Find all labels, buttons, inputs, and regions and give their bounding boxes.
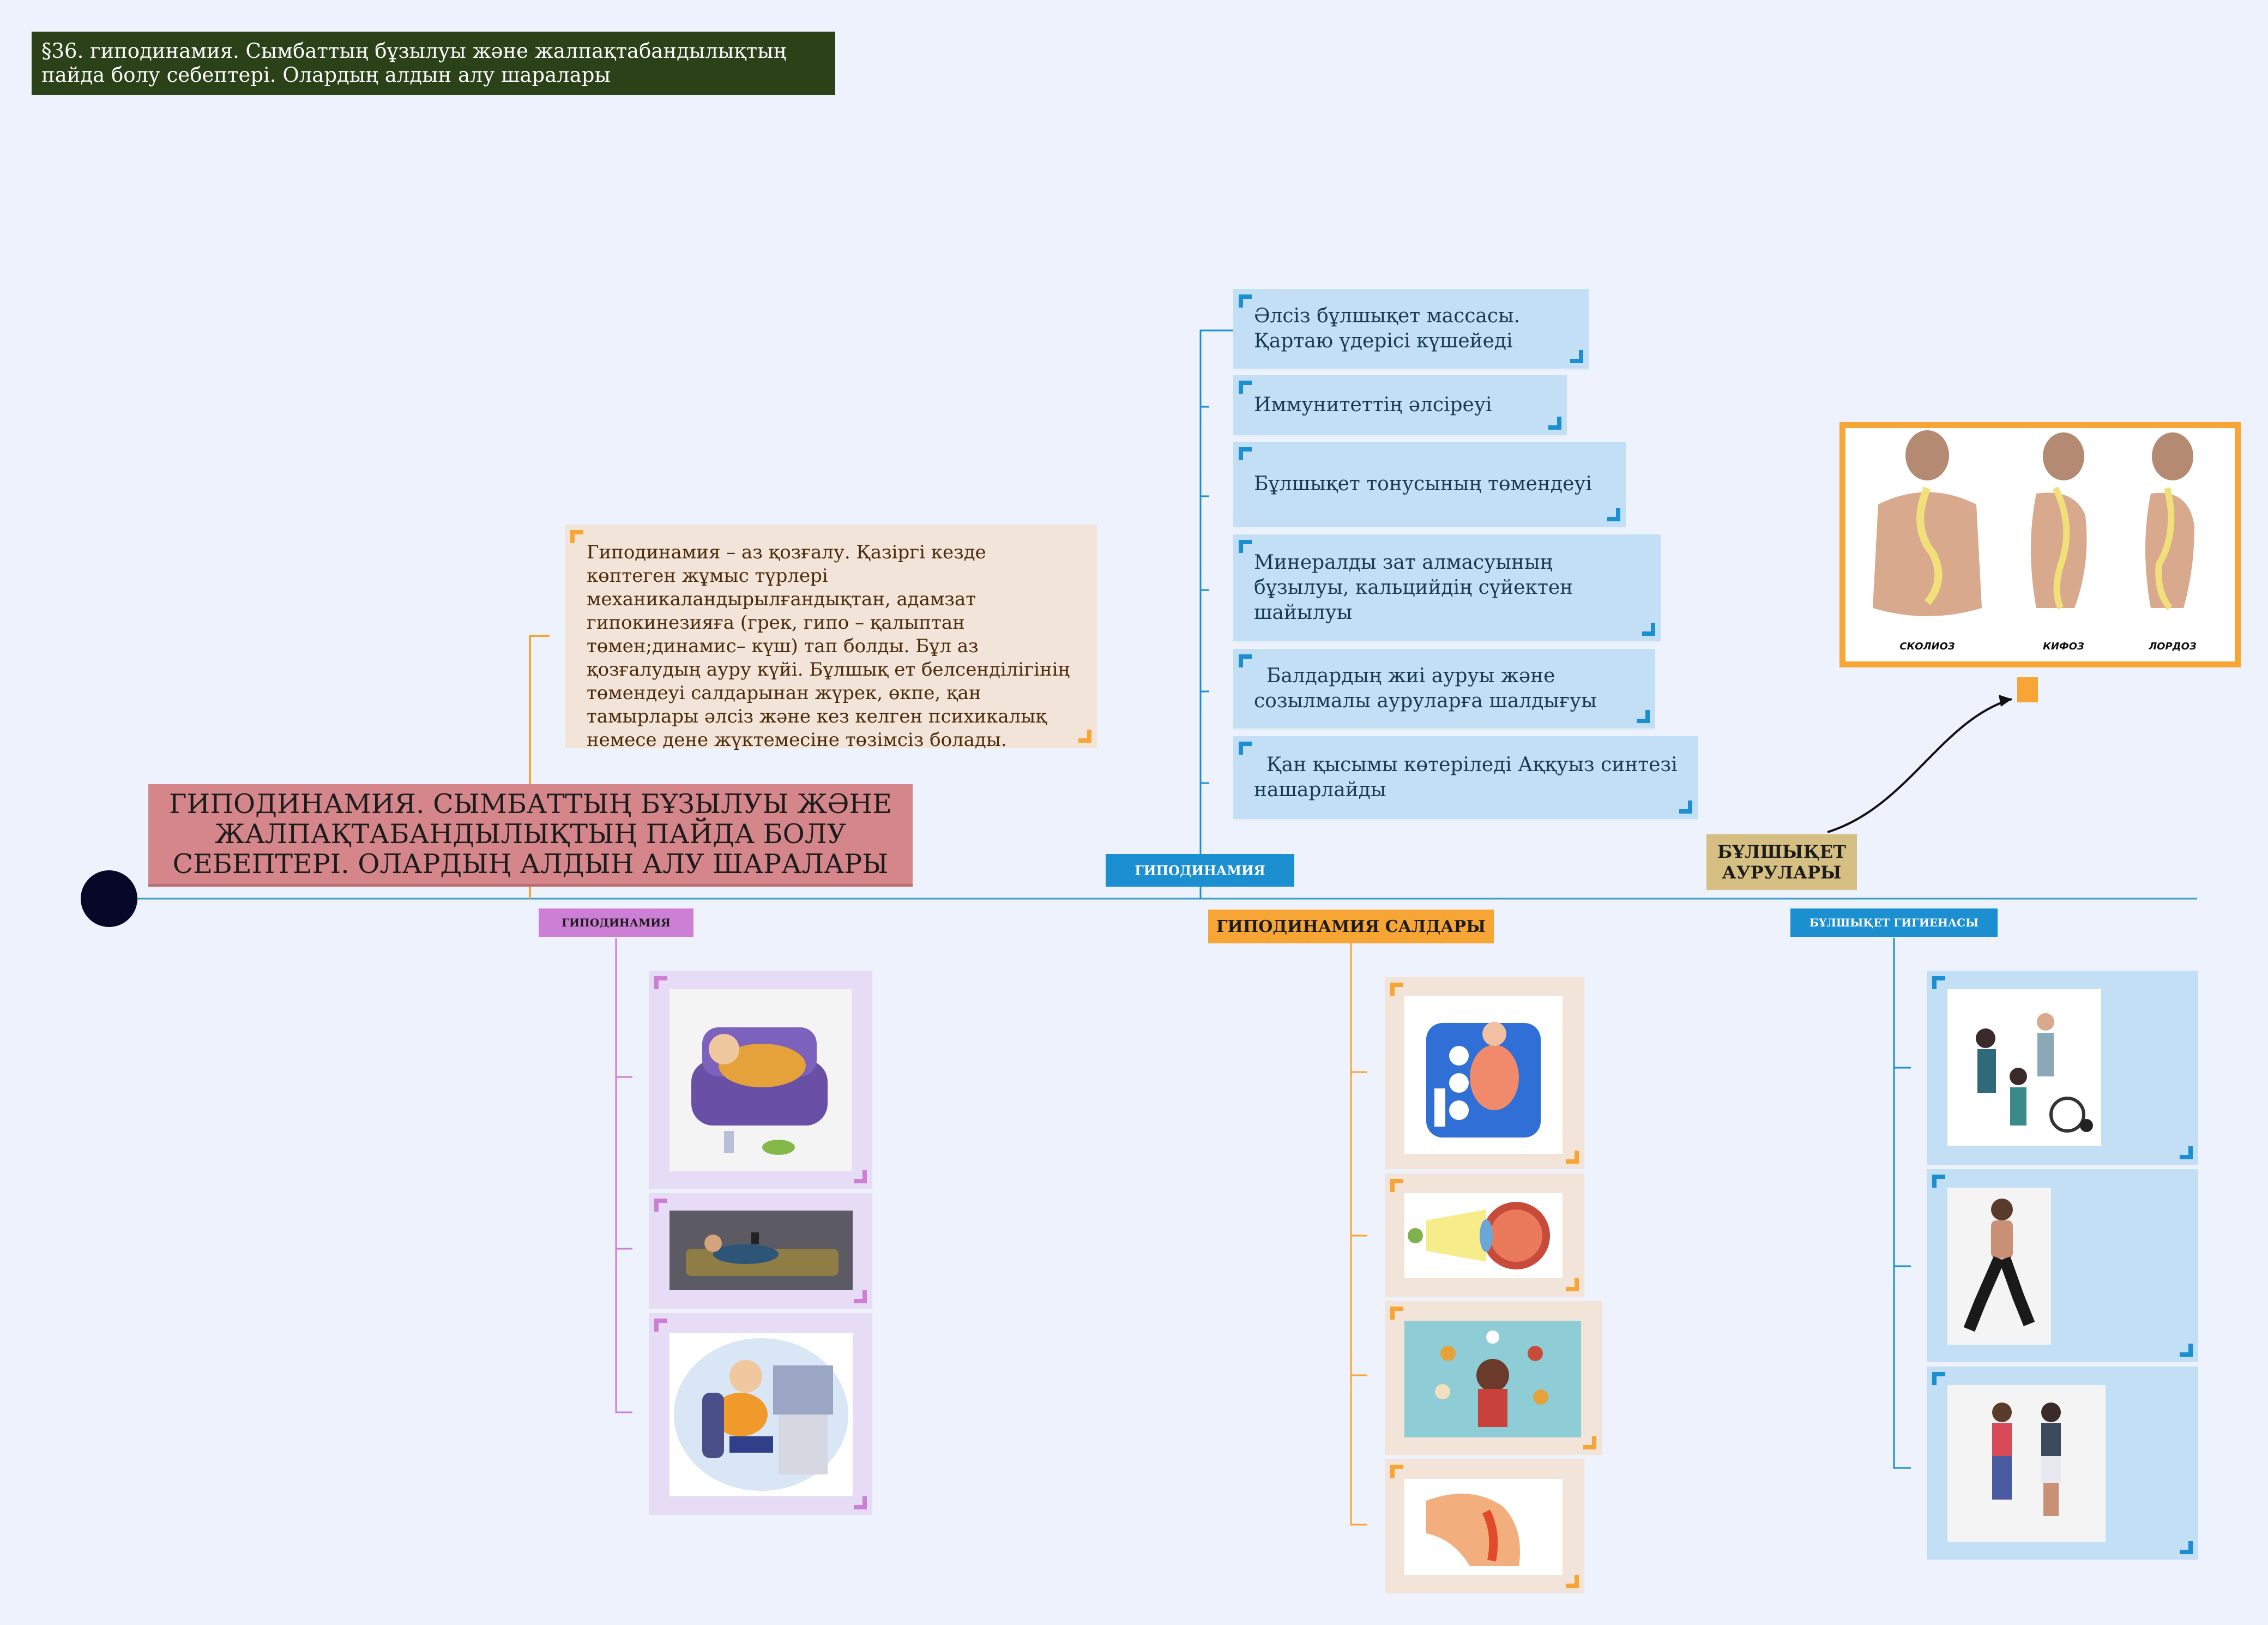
image-card[interactable] [1385, 977, 1584, 1169]
image-card[interactable] [1927, 1367, 2198, 1560]
image-card[interactable] [1927, 1169, 2198, 1362]
root-node[interactable] [81, 870, 137, 927]
image-card[interactable] [649, 1313, 872, 1515]
branch-label-muscle-hygiene[interactable]: БҰЛШЫҚЕТ ГИГИЕНАСЫ [1790, 908, 1998, 937]
boy-on-sofa-image [669, 989, 852, 1171]
image-card[interactable] [649, 971, 872, 1189]
effect-item[interactable]: Бұлшықет тонусының төмендеуі [1233, 442, 1626, 529]
image-card[interactable] [649, 1193, 872, 1309]
spine-label-scoliosis: СКОЛИОЗ [1899, 641, 1955, 652]
athletes-collage-image [1947, 989, 2101, 1146]
branch-label-hypodynamia-causes[interactable]: ГИПОДИНАМИЯ [539, 908, 693, 937]
branch-label-consequences[interactable]: ГИПОДИНАМИЯ САЛДАРЫ [1208, 910, 1494, 943]
definition-note[interactable]: Гиподинамия – аз қозғалу. Қазіргі кезде … [565, 525, 1097, 751]
spine-label-kyphosis: КИФОЗ [2043, 641, 2084, 652]
effect-item[interactable]: Балдардың жиі ауруы және созылмалы аурул… [1233, 649, 1655, 731]
eye-anatomy-image [1404, 1193, 1563, 1278]
couple-jogging-image [1947, 1385, 2106, 1542]
spine-illustration: СКОЛИОЗ КИФОЗ ЛОРДОЗ [1845, 428, 2235, 661]
man-on-couch-image [669, 1211, 853, 1290]
effect-item[interactable]: Минералды зат алмасуының бұзылуы, кальци… [1233, 534, 1661, 643]
neck-pain-image [1404, 1479, 1563, 1575]
spine-deformities-image: СКОЛИОЗ КИФОЗ ЛОРДОЗ [1839, 422, 2241, 667]
boy-at-computer-image [669, 1333, 853, 1496]
effect-item[interactable]: Қан қысымы көтеріледі Аққуыз синтезі наш… [1233, 736, 1698, 821]
central-topic[interactable]: ГИПОДИНАМИЯ. СЫМБАТТЫҢ БҰЗЫЛУЫ ЖӘНЕ ЖАЛП… [148, 784, 913, 887]
image-card[interactable] [1385, 1173, 1584, 1297]
woman-running-image [1947, 1188, 2051, 1345]
image-card[interactable] [1385, 1459, 1584, 1593]
unhealthy-habits-image [1404, 1321, 1581, 1437]
obesity-checkup-image [1404, 996, 1563, 1154]
spine-label-lordosis: ЛОРДОЗ [2148, 641, 2197, 652]
image-card[interactable] [1927, 971, 2198, 1165]
branch-label-hypodynamia[interactable]: ГИПОДИНАМИЯ [1106, 854, 1294, 887]
effect-item[interactable]: Әлсіз бұлшықет массасы. Қартаю үдерісі к… [1233, 289, 1589, 371]
effect-item[interactable]: Иммунитеттің әлсіреуі [1233, 375, 1567, 437]
header-note: §36. гиподинамия. Сымбаттың бұзылуы және… [32, 32, 835, 95]
image-card[interactable] [1385, 1301, 1602, 1455]
branch-label-muscle-diseases[interactable]: БҰЛШЫҚЕТ АУРУЛАРЫ [1706, 834, 1857, 890]
